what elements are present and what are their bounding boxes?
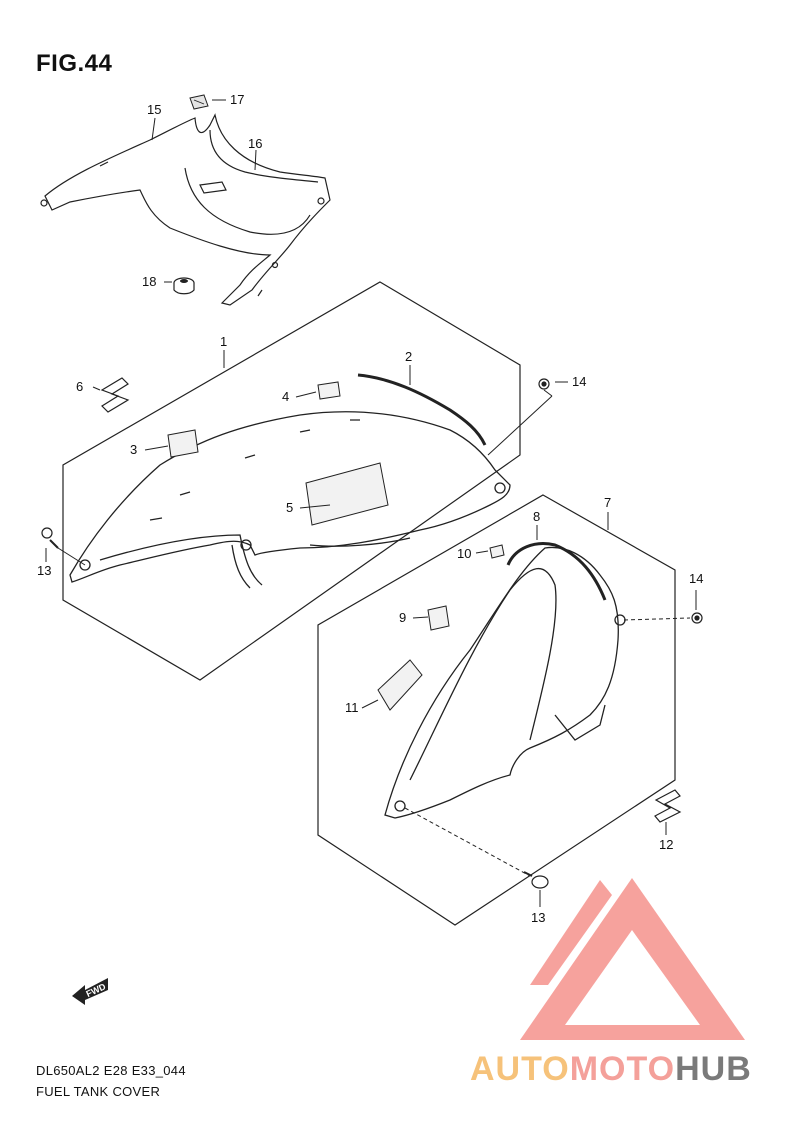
screw-13a-icon [41,527,59,549]
watermark-text: AUTOMOTOHUB [470,1050,752,1089]
group-frame-1 [62,281,521,681]
watermark-part-hub: HUB [675,1050,752,1088]
tank-cover-right-7 [384,546,626,819]
emblem-12-icon [654,789,682,823]
callout-16: 16 [248,136,263,151]
inner-cover-15 [40,113,331,306]
watermark-part-moto: MOTO [569,1050,676,1088]
callout-4: 4 [282,389,290,404]
callout-14a: 14 [572,374,587,389]
callout-8: 8 [533,509,541,524]
trim-strip-2 [357,373,487,446]
callout-13b: 13 [531,910,546,925]
callout-15: 15 [147,102,162,117]
callout-10: 10 [457,546,472,561]
label-5 [305,462,389,526]
callout-2: 2 [405,349,413,364]
callout-14b: 14 [689,571,704,586]
tank-cover-left-1 [69,411,511,589]
pad-17-icon [189,94,209,110]
callout-9: 9 [399,610,407,625]
group-frame-7 [317,494,676,926]
callout-13a: 13 [37,563,52,578]
grommet-18-icon [173,277,195,295]
figure-title: FIG.44 [36,50,113,77]
callout-17: 17 [230,92,245,107]
label-10 [489,544,505,559]
watermark-logo-icon [520,878,745,1040]
label-9 [427,605,450,631]
emblem-6-icon [100,377,130,413]
callout-3: 3 [130,442,138,457]
screw-13b-icon [523,871,549,889]
nut-14a-icon [538,378,550,390]
callout-12: 12 [659,837,674,852]
callout-7: 7 [604,495,612,510]
callout-18: 18 [142,274,157,289]
model-code: DL650AL2 E28 E33_044 [36,1063,186,1078]
section-name: FUEL TANK COVER [36,1084,161,1099]
callout-11: 11 [345,700,359,715]
trim-strip-8 [506,542,607,601]
fwd-arrow-icon: FWD [72,978,108,1005]
callout-6: 6 [76,379,84,394]
nut-14b-icon [691,612,703,624]
label-11 [377,659,423,711]
callout-5: 5 [286,500,294,515]
label-3 [167,429,199,458]
label-4 [317,381,341,400]
leader-lines [45,99,697,907]
callout-1: 1 [220,334,228,349]
watermark-part-auto: AUTO [470,1050,570,1088]
